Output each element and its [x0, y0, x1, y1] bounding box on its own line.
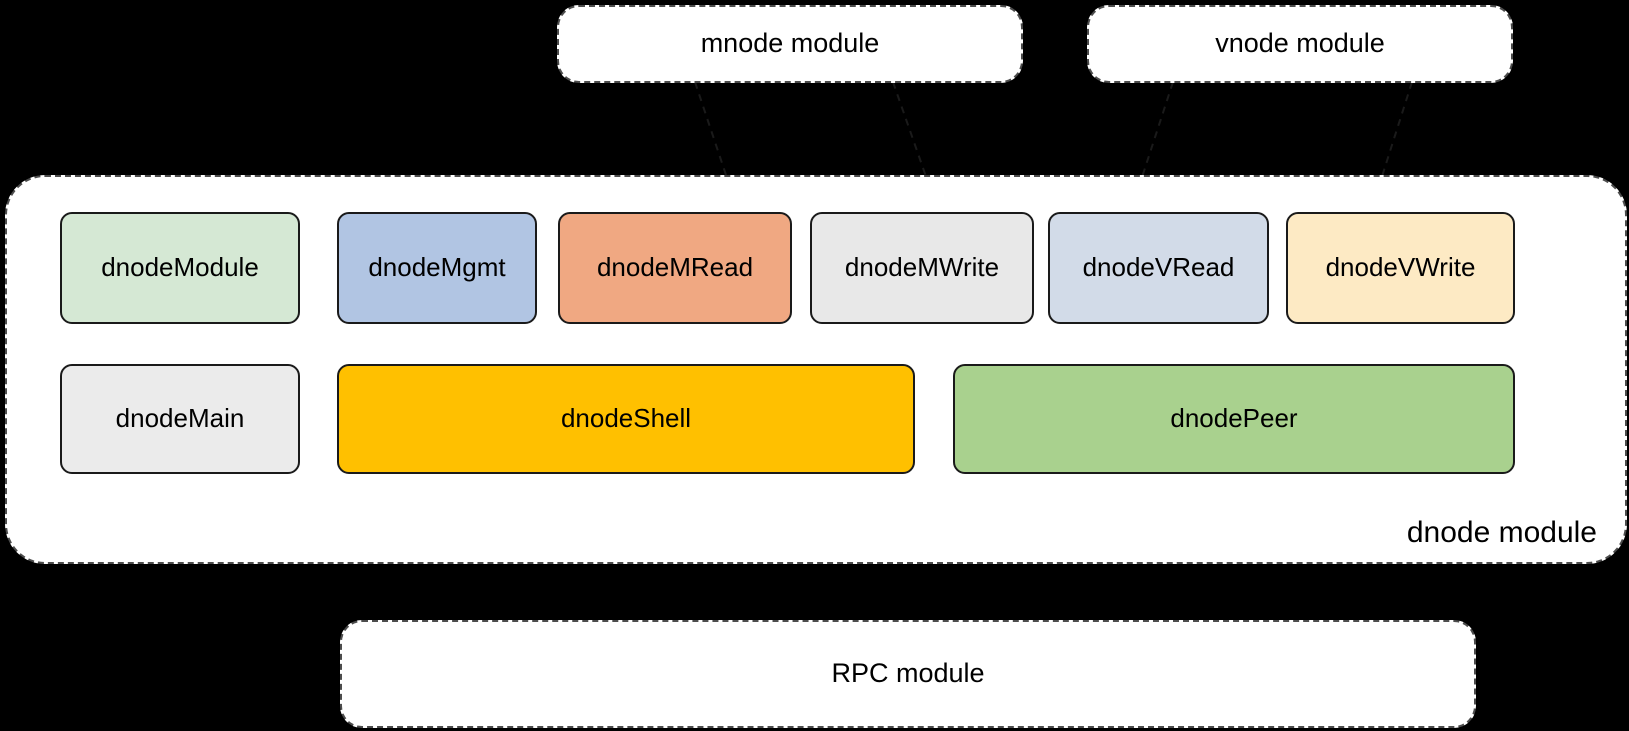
- node-label-dnodepeer: dnodePeer: [1170, 403, 1298, 434]
- node-box-dnodeshell[interactable]: dnodeShell: [337, 364, 915, 474]
- node-label-dnodemgmt: dnodeMgmt: [368, 252, 506, 283]
- node-box-dnodemread[interactable]: dnodeMRead: [558, 212, 792, 324]
- node-label-dnodemwrite: dnodeMWrite: [844, 252, 1000, 283]
- node-label-dnodeshell: dnodeShell: [560, 403, 692, 434]
- node-label-dnodevwrite: dnodeVWrite: [1325, 252, 1476, 283]
- node-box-dnodemgmt[interactable]: dnodeMgmt: [337, 212, 537, 324]
- dnode-module-container-label: dnode module: [1406, 516, 1597, 549]
- node-box-dnodevwrite[interactable]: dnodeVWrite: [1286, 212, 1515, 324]
- node-box-dnodemain[interactable]: dnodeMain: [60, 364, 300, 474]
- vnode-module-box[interactable]: vnode module: [1087, 5, 1513, 83]
- node-label-dnodemain: dnodeMain: [115, 403, 245, 434]
- node-box-dnodemodule[interactable]: dnodeModule: [60, 212, 300, 324]
- node-label-dnodemread: dnodeMRead: [596, 252, 754, 283]
- node-label-dnodemodule: dnodeModule: [101, 252, 259, 283]
- node-label-dnodevread: dnodeVRead: [1082, 252, 1235, 283]
- node-box-dnodepeer[interactable]: dnodePeer: [953, 364, 1515, 474]
- dnode-module-container[interactable]: dnodeModule dnodeMgmt dnodeMRead dnodeMW…: [5, 175, 1627, 564]
- mnode-module-box[interactable]: mnode module: [557, 5, 1023, 83]
- rpc-module-box[interactable]: RPC module: [340, 620, 1476, 728]
- rpc-module-label: RPC module: [831, 658, 985, 689]
- mnode-module-label: mnode module: [700, 28, 880, 59]
- node-box-dnodemwrite[interactable]: dnodeMWrite: [810, 212, 1034, 324]
- vnode-module-label: vnode module: [1215, 28, 1385, 59]
- node-box-dnodevread[interactable]: dnodeVRead: [1048, 212, 1269, 324]
